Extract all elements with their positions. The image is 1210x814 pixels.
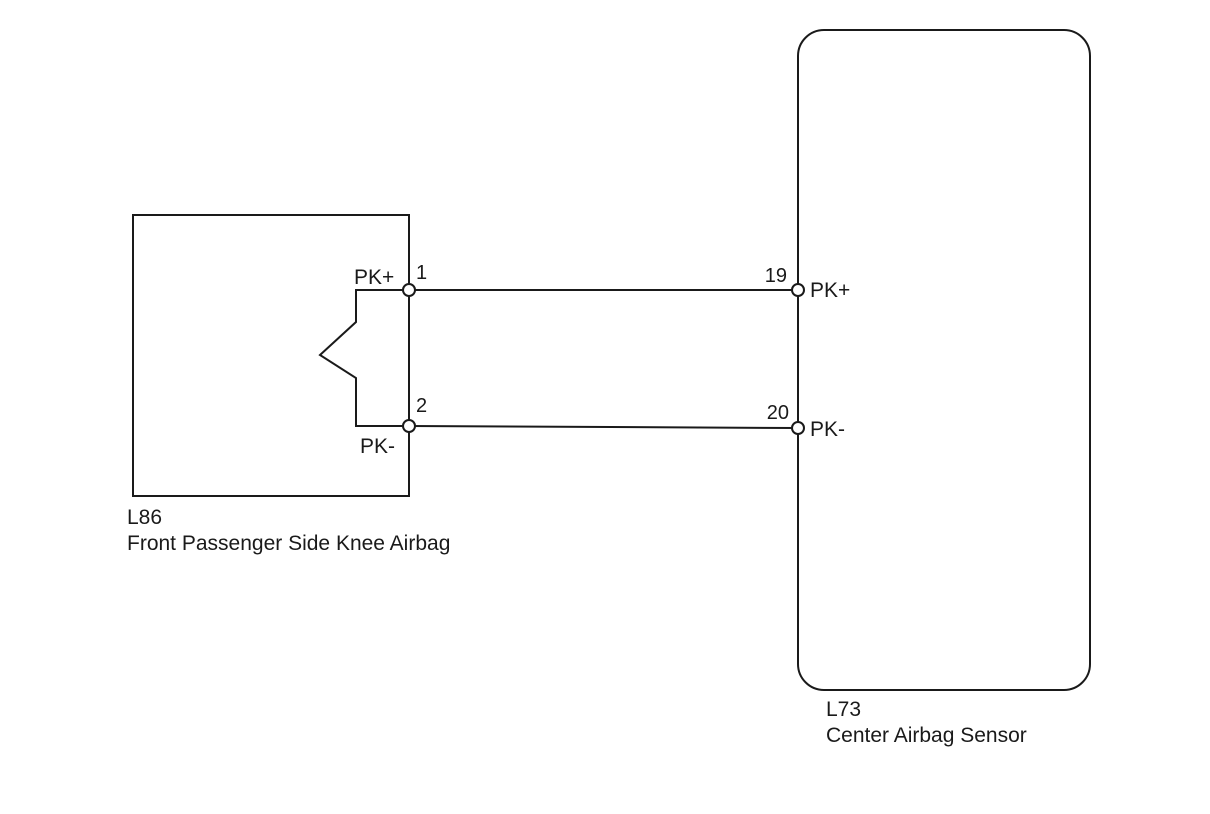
sensor-name: Center Airbag Sensor [826,724,1027,747]
airbag-component [132,214,410,497]
sensor-signal-pk-minus: PK- [810,418,845,441]
terminal-l86-2 [402,419,416,433]
sensor-signal-pk-plus: PK+ [810,279,850,302]
sensor-code: L73 [826,698,861,721]
sensor-pin-20: 20 [767,402,789,424]
sensor-component-box [797,29,1091,691]
airbag-box-outline [132,214,410,497]
airbag-code: L86 [127,506,162,529]
terminal-l73-19 [791,283,805,297]
airbag-pin-2: 2 [416,395,427,417]
terminal-l86-1 [402,283,416,297]
squib-element [318,289,409,427]
airbag-signal-pk-plus: PK+ [354,266,394,289]
terminal-l73-20 [791,421,805,435]
sensor-pin-19: 19 [765,265,787,287]
airbag-signal-pk-minus: PK- [360,435,395,458]
airbag-pin-1: 1 [416,262,427,284]
airbag-name: Front Passenger Side Knee Airbag [127,532,450,555]
wire-pk-minus [408,425,799,429]
